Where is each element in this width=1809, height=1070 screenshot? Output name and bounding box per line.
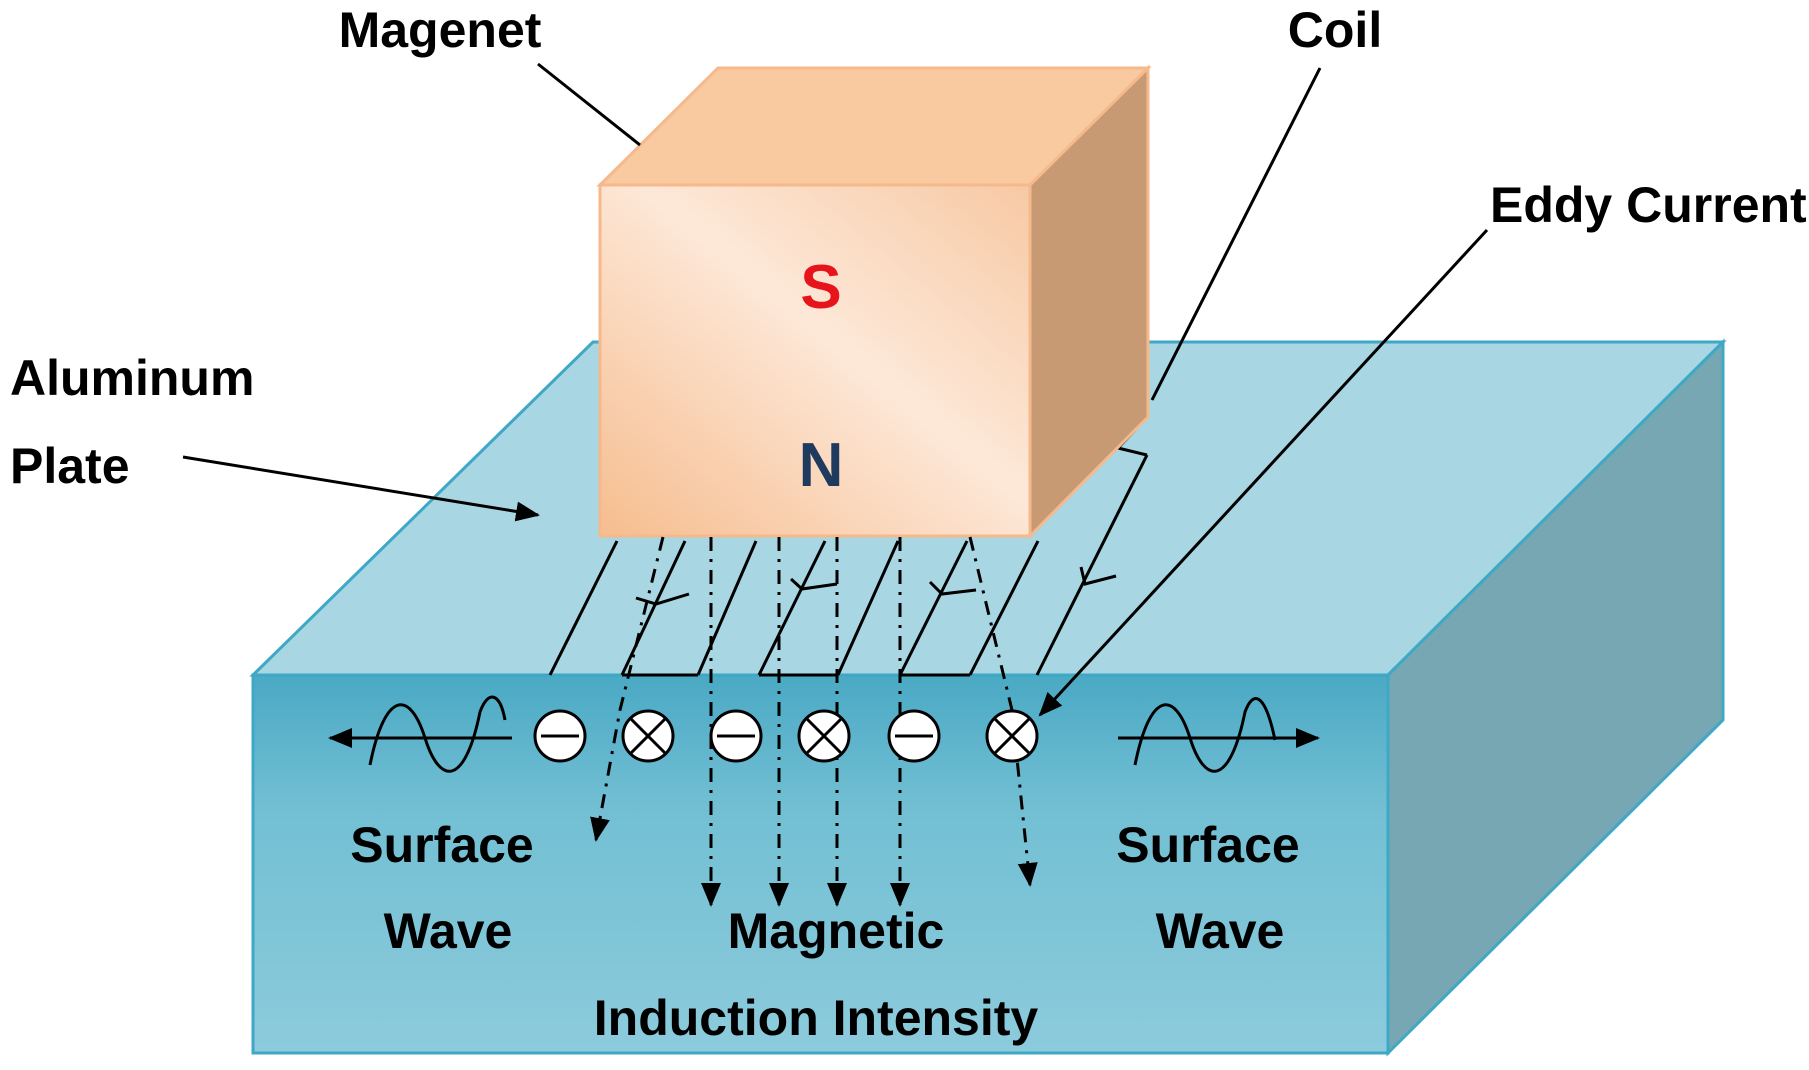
magnet: S N — [596, 64, 1152, 540]
current-into-page-icon — [985, 709, 1039, 763]
magnet-front-face — [598, 183, 1032, 538]
coil-winding — [548, 428, 1149, 677]
current-out-of-page-icon — [709, 709, 763, 763]
magnetic-induction-label-line1: Magnetic — [728, 903, 945, 959]
coil-leader — [1150, 67, 1322, 401]
aluminum-plate-label-line2: Plate — [10, 438, 130, 494]
current-out-of-page-icon — [533, 709, 587, 763]
magnet-label: Magenet — [339, 2, 542, 58]
aluminum-leader — [182, 455, 540, 522]
surface-wave-left-label-line1: Surface — [350, 817, 533, 873]
eddy-current-symbols — [533, 709, 1039, 763]
eddy-current-leader — [1038, 228, 1489, 717]
field-line — [590, 536, 665, 842]
leader-lines — [182, 62, 1489, 717]
current-into-page-icon — [797, 709, 851, 763]
pole-south-label: S — [800, 253, 841, 322]
aluminum-plate-label-line1: Aluminum — [10, 350, 254, 406]
surface-wave-left-label-line2: Wave — [384, 903, 513, 959]
surface-wave-right-label-line2: Wave — [1156, 903, 1285, 959]
wave-arrow-left-icon — [328, 695, 512, 773]
current-out-of-page-icon — [887, 709, 941, 763]
pole-north-label: N — [799, 431, 844, 500]
eddy-current-label: Eddy Current — [1490, 177, 1807, 233]
coil-label: Coil — [1288, 2, 1382, 58]
magnet-leader — [537, 62, 641, 147]
current-into-page-icon — [621, 709, 675, 763]
magnetic-induction-label-line2: Induction Intensity — [594, 990, 1039, 1046]
wave-arrow-right-icon — [1118, 697, 1320, 773]
surface-wave-right-label-line1: Surface — [1116, 817, 1299, 873]
